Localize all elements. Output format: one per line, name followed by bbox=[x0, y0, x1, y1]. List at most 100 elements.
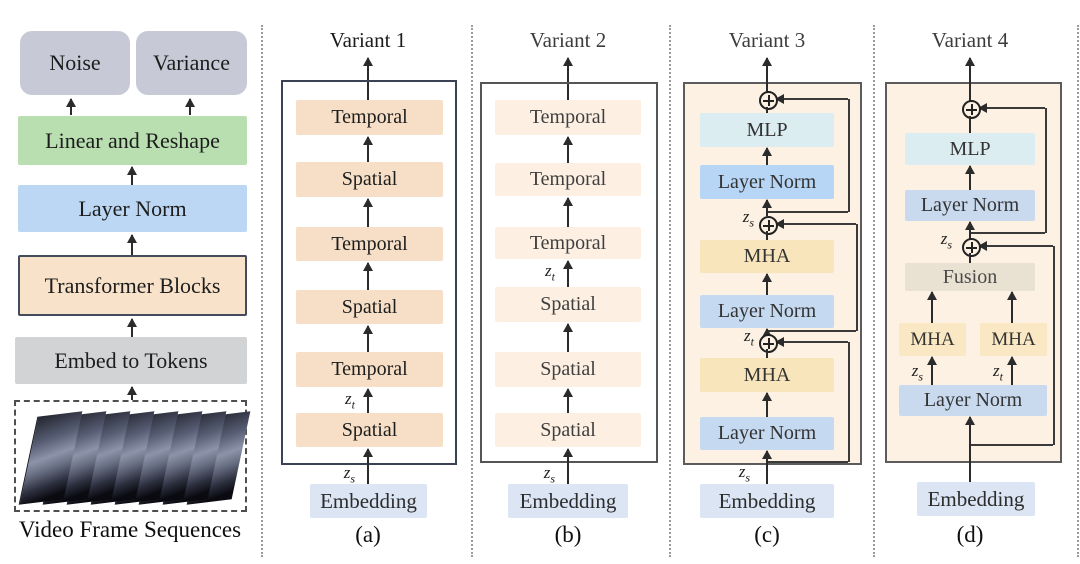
block-label: Temporal bbox=[529, 231, 607, 254]
variant-4-embedding-box: Embedding bbox=[917, 482, 1035, 516]
arrow-up bbox=[563, 136, 573, 163]
arrow-up bbox=[762, 392, 772, 417]
arrow-up bbox=[762, 199, 772, 216]
block-label: MHA bbox=[743, 363, 791, 386]
layer-norm-label: Layer Norm bbox=[78, 195, 187, 221]
variant-1-block-temporal: Temporal bbox=[296, 100, 443, 135]
variant-3-caption: (c) bbox=[754, 522, 780, 547]
panel-divider bbox=[1077, 25, 1079, 557]
arrow-up bbox=[363, 136, 373, 162]
variant-3-title: Variant 3 bbox=[728, 28, 806, 52]
variant-4-input-arrow bbox=[965, 416, 975, 482]
residual-line bbox=[979, 245, 1053, 247]
arrow-to-transformer-blocks bbox=[127, 318, 137, 337]
video-frames-box bbox=[14, 400, 251, 512]
block-label: Spatial bbox=[341, 295, 398, 318]
arrow-up bbox=[363, 262, 373, 290]
variant-1-block-temporal: Temporal bbox=[296, 352, 443, 387]
residual-line bbox=[776, 223, 856, 225]
block-label: Layer Norm bbox=[717, 422, 817, 444]
connector-line bbox=[969, 253, 971, 263]
variant-2-block-spatial: Spatial bbox=[495, 352, 641, 387]
variant-1-output-arrow bbox=[363, 57, 373, 100]
block-label: Layer Norm bbox=[717, 170, 817, 193]
variant-3-input-arrow bbox=[762, 450, 772, 484]
z-s-label: zs bbox=[742, 207, 754, 230]
panel-divider bbox=[669, 25, 671, 557]
block-label: Temporal bbox=[331, 358, 408, 380]
add-junction bbox=[962, 100, 981, 119]
video-frames-caption: Video Frame Sequences bbox=[18, 517, 242, 542]
variant-4-title: Variant 4 bbox=[931, 28, 1009, 52]
arrow-to-noise bbox=[66, 98, 76, 115]
linear-reshape-box: Linear and Reshape bbox=[18, 116, 247, 165]
variant-4-layer-norm-box: Layer Norm bbox=[899, 385, 1047, 416]
variance-label: Variance bbox=[153, 50, 230, 75]
variant-1-input-arrow bbox=[363, 448, 373, 484]
variant-2-box bbox=[480, 82, 658, 463]
arrow-up bbox=[762, 273, 772, 295]
variant-2-input-arrow bbox=[563, 448, 573, 484]
add-junction bbox=[759, 91, 778, 110]
arrow-up bbox=[762, 147, 772, 165]
variant-1-block-spatial: Spatial bbox=[296, 290, 443, 324]
variant-2-title: Variant 2 bbox=[529, 28, 607, 52]
variant-2-output-arrow bbox=[563, 57, 573, 100]
residual-line bbox=[848, 99, 850, 212]
block-label: Layer Norm bbox=[920, 194, 1020, 216]
arrow-to-linear-reshape bbox=[127, 166, 137, 185]
embedding-label: Embedding bbox=[320, 488, 417, 513]
block-label: Spatial bbox=[540, 293, 596, 315]
transformer-blocks-label: Transformer Blocks bbox=[44, 272, 221, 298]
arrow-up bbox=[762, 328, 772, 337]
z-s-label: zs bbox=[911, 361, 923, 384]
variant-3-layer-norm-box: Layer Norm bbox=[700, 417, 834, 450]
arrow-up bbox=[965, 221, 975, 239]
z-t-label: zt bbox=[545, 261, 555, 284]
z-t-label: zt bbox=[993, 361, 1003, 384]
residual-line bbox=[776, 341, 848, 343]
residual-line bbox=[767, 330, 856, 332]
residual-line bbox=[848, 342, 850, 462]
connector-line bbox=[766, 349, 768, 358]
block-label: MLP bbox=[746, 118, 788, 141]
arrow-up bbox=[927, 356, 937, 385]
variant-2-block-spatial: Spatial bbox=[495, 287, 641, 322]
variant-4-mha-right-box: MHA bbox=[980, 323, 1047, 356]
embedding-label: Embedding bbox=[718, 488, 816, 513]
arrow-up bbox=[563, 323, 573, 352]
variant-1-block-spatial: Spatial bbox=[296, 413, 443, 447]
variant-1-box bbox=[281, 80, 457, 465]
arrow-up bbox=[1007, 291, 1017, 323]
block-label: MHA bbox=[910, 328, 955, 350]
residual-line bbox=[776, 98, 848, 100]
z-s-label: zs bbox=[343, 463, 355, 486]
variance-box: Variance bbox=[136, 31, 247, 95]
variant-4-caption: (d) bbox=[956, 522, 984, 547]
variant-3-layer-norm-box: Layer Norm bbox=[700, 295, 834, 328]
arrow-up bbox=[1007, 356, 1017, 385]
z-t-label: zt bbox=[345, 389, 355, 412]
block-label: Spatial bbox=[540, 358, 596, 380]
variant-4-layer-norm-box: Layer Norm bbox=[905, 190, 1035, 221]
residual-line bbox=[767, 211, 848, 213]
variant-2-embedding-box: Embedding bbox=[508, 484, 628, 518]
arrow-head-left bbox=[978, 103, 987, 113]
residual-line bbox=[767, 461, 848, 463]
add-junction bbox=[962, 238, 981, 257]
arrow-up bbox=[563, 197, 573, 227]
arrow-to-variance bbox=[185, 98, 195, 115]
block-label: Layer Norm bbox=[717, 300, 817, 322]
residual-line bbox=[970, 232, 1045, 234]
residual-line bbox=[1045, 108, 1047, 233]
variant-1-caption: (a) bbox=[355, 522, 381, 547]
panel-divider bbox=[471, 25, 473, 557]
variant-2-block-temporal: Temporal bbox=[495, 100, 641, 135]
add-junction bbox=[759, 216, 778, 235]
embed-tokens-box: Embed to Tokens bbox=[15, 337, 247, 384]
arrow-up bbox=[363, 388, 373, 413]
arrow-up bbox=[965, 165, 975, 190]
panel-divider bbox=[261, 25, 263, 557]
arrow-up bbox=[363, 198, 373, 227]
connector-line bbox=[969, 116, 971, 133]
